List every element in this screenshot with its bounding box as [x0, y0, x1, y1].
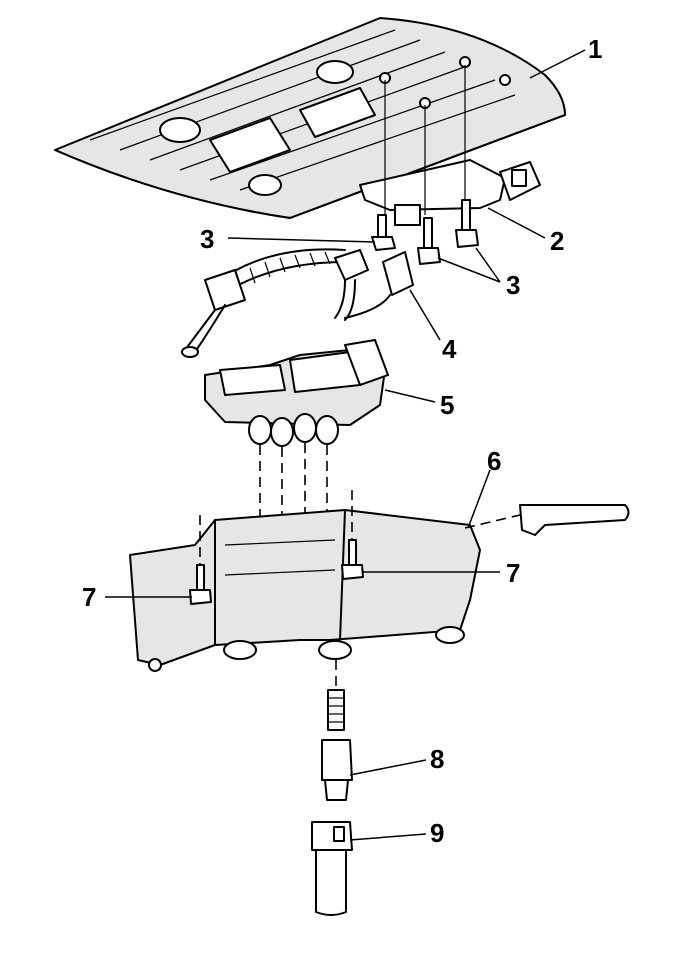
callout-labels: 1 2 3 3 4 5 6 7 7 8 9 [82, 34, 602, 848]
callout-5: 5 [440, 390, 454, 420]
spark-plug-boot-part-8 [321, 660, 353, 801]
callout-4: 4 [442, 334, 457, 364]
housing-tab [464, 504, 630, 536]
callout-7-left: 7 [82, 582, 96, 612]
sleeve-part-9 [311, 821, 353, 916]
ignition-coil-module-part-5 [204, 339, 389, 447]
bolt-part-3 [371, 199, 479, 265]
callout-7-right: 7 [506, 558, 520, 588]
wiring-harness-part-4 [181, 248, 414, 358]
screw-part-7 [189, 490, 364, 605]
bracket-part-2 [359, 159, 541, 226]
engine-cover-part-1 [54, 17, 566, 219]
callout-3-left: 3 [200, 224, 214, 254]
coil-alignment-lines [259, 443, 328, 520]
bolt-guide-lines [384, 65, 466, 225]
leader-lines [105, 49, 586, 841]
coil-housing-part-6 [129, 509, 481, 672]
callout-9: 9 [430, 818, 444, 848]
callout-3-right: 3 [506, 270, 520, 300]
callout-6: 6 [487, 446, 501, 476]
callout-1: 1 [588, 34, 602, 64]
callout-8: 8 [430, 744, 444, 774]
callout-2: 2 [550, 226, 564, 256]
